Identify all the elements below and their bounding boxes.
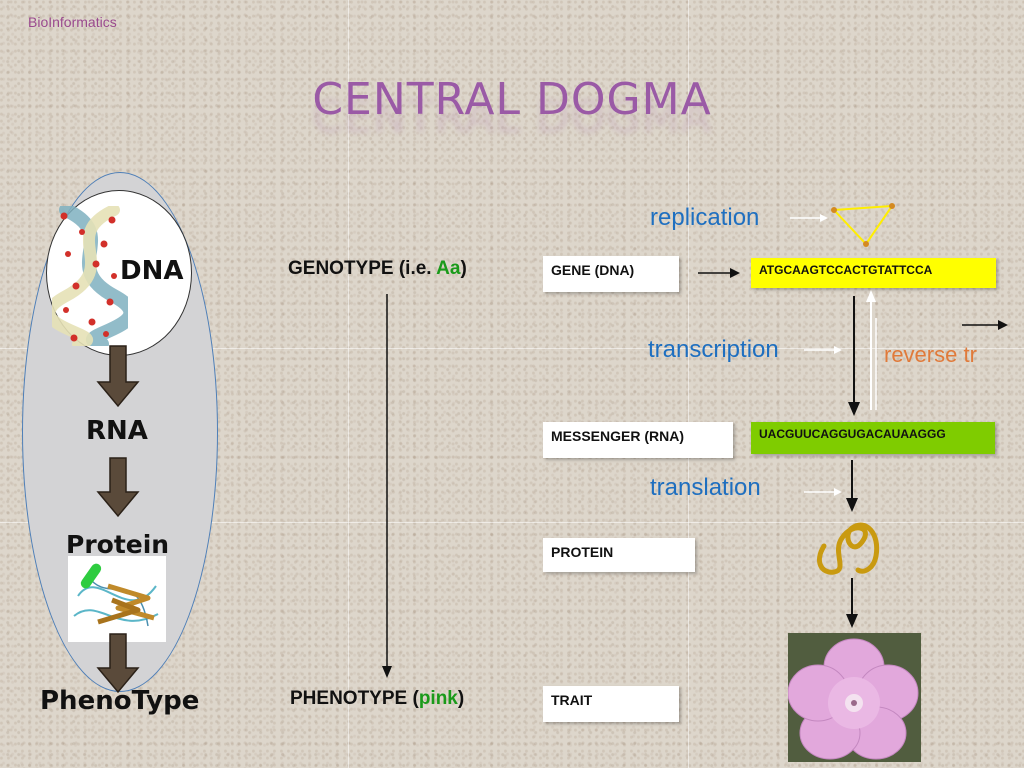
grid-line [348, 0, 349, 768]
dna-sequence-box: ATGCAAGTCCACTGTATTCCA [751, 258, 996, 288]
dna-label: DNA [120, 256, 184, 286]
gene-box: GENE (DNA) [543, 256, 679, 292]
transcription-arrow [848, 296, 860, 416]
phenotype-highlight: pink [418, 688, 458, 709]
reverse-transcription-arrow [866, 290, 877, 410]
rna-sequence-box: UACGUUCAGGUGACAUAAGGG [751, 422, 995, 454]
replication-label: replication [650, 204, 760, 231]
translation-arrow [846, 460, 858, 512]
replication-cycle-icon [831, 203, 895, 247]
genotype-suffix: ) [460, 258, 467, 279]
phenotype-prefix: PHENOTYPE ( [290, 688, 419, 709]
grid-line [688, 0, 689, 768]
protein-box: PROTEIN [543, 538, 695, 572]
arrow-protein-to-phenotype-icon [96, 633, 140, 694]
pink-flower-image [788, 633, 921, 762]
replication-pointer-arrow [790, 214, 828, 222]
grid-line [0, 348, 1024, 349]
protein-structure-image [68, 556, 166, 642]
reverse-transcription-label: reverse tr [884, 342, 977, 367]
genotype-to-phenotype-arrow [382, 294, 392, 678]
translation-label: translation [650, 474, 761, 501]
arrow-rna-to-protein-icon [96, 457, 140, 518]
dna-helix-image [52, 206, 128, 346]
header-label: BioInformatics [28, 14, 117, 30]
grid-line [0, 522, 1024, 523]
genotype-highlight: Aa [436, 258, 461, 279]
page-title: CENTRAL DOGMA [312, 74, 712, 125]
genotype-label: GENOTYPE (i.e. Aa) [288, 258, 467, 280]
genotype-prefix: GENOTYPE (i.e. [288, 258, 437, 279]
protein-label: Protein [66, 530, 170, 559]
transcription-label: transcription [648, 336, 779, 363]
phenotype-text: PHENOTYPE (pink) [290, 688, 464, 710]
messenger-box: MESSENGER (RNA) [543, 422, 733, 458]
arrow-dna-to-rna-icon [96, 345, 140, 408]
protein-to-trait-arrow [846, 578, 858, 628]
translation-pointer-arrow [804, 488, 842, 496]
rna-label: RNA [86, 416, 148, 446]
phenotype-suffix: ) [457, 688, 465, 709]
transcription-pointer-arrow [804, 346, 842, 354]
gene-to-sequence-arrow [698, 268, 740, 278]
folded-protein-icon [817, 522, 880, 575]
trait-box: TRAIT [543, 686, 679, 722]
offslide-arrow [962, 320, 1008, 330]
phenotype-label: PhenoType [40, 686, 200, 716]
